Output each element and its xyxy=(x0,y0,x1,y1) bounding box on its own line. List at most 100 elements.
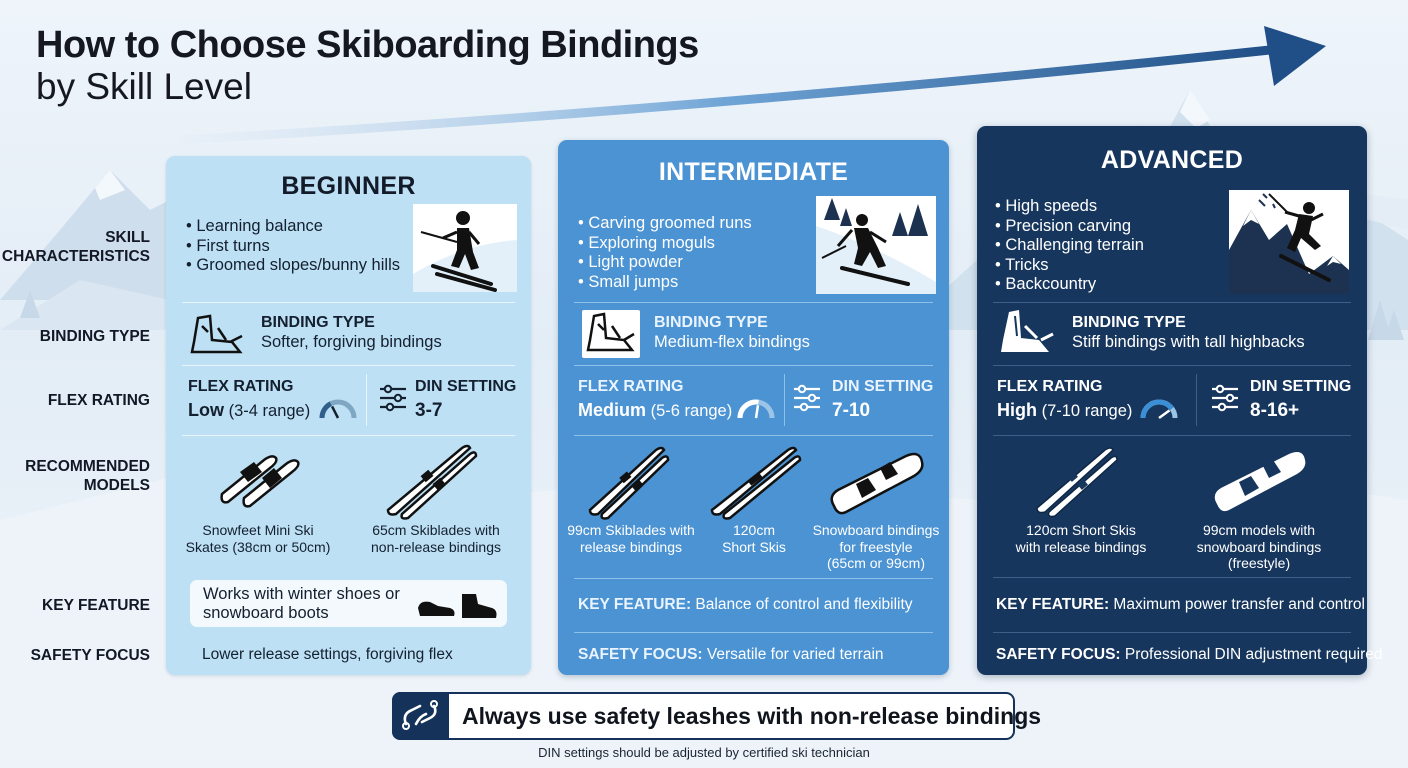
din-setting-title: DIN SETTING xyxy=(832,378,934,395)
safety-focus-label: SAFETY FOCUS: xyxy=(996,646,1121,663)
flex-rating-title: FLEX RATING xyxy=(188,378,294,395)
list-item: Groomed slopes/bunny hills xyxy=(186,256,400,276)
row-label-feature: KEY FEATURE xyxy=(42,597,150,614)
model-label: Snowfeet Mini Ski Skates (38cm or 50cm) xyxy=(185,522,331,555)
divider xyxy=(993,632,1351,633)
safety-focus-value: Versatile for varied terrain xyxy=(706,646,884,663)
row-label-flex: FLEX RATING xyxy=(47,392,150,409)
snowboard-icon xyxy=(830,452,924,515)
key-feature-text: KEY FEATURE: Balance of control and flex… xyxy=(578,596,913,614)
mini-ski-skates-icon xyxy=(220,455,300,508)
intermediate-panel: INTERMEDIATE Carving groomed runs Explor… xyxy=(558,140,949,675)
flex-rating-value: High (7-10 range) xyxy=(997,400,1132,421)
din-settings-icon xyxy=(380,384,406,412)
banner-text: Always use safety leashes with non-relea… xyxy=(462,703,1042,729)
flex-gauge-icon xyxy=(319,399,357,419)
divider xyxy=(993,302,1351,303)
divider xyxy=(574,578,933,579)
flex-range: (7-10 range) xyxy=(1041,402,1133,420)
short-skis-icon xyxy=(710,446,802,520)
flex-rating-value: Medium (5-6 range) xyxy=(578,400,732,421)
key-feature-text: KEY FEATURE: Maximum power transfer and … xyxy=(996,596,1365,614)
key-feature-label: KEY FEATURE: xyxy=(578,596,692,613)
advanced-skills: High speeds Precision carving Challengin… xyxy=(995,197,1144,295)
list-item: Tricks xyxy=(995,256,1144,276)
divider xyxy=(574,302,933,303)
divider xyxy=(1196,374,1197,426)
flex-gauge-icon xyxy=(1140,399,1178,420)
safety-leash-icon xyxy=(392,692,449,740)
list-item: Precision carving xyxy=(995,217,1144,237)
flex-level: Low xyxy=(188,400,224,420)
din-settings-icon xyxy=(794,384,820,412)
flex-range: (3-4 range) xyxy=(228,402,311,420)
binding-type-title: BINDING TYPE xyxy=(261,314,375,331)
binding-type-title: BINDING TYPE xyxy=(1072,314,1186,331)
din-settings-icon xyxy=(1212,384,1238,412)
gauge-fill xyxy=(1140,399,1174,419)
gauge-needle xyxy=(754,405,760,419)
flex-rating-title: FLEX RATING xyxy=(578,378,684,395)
din-setting-value: 3-7 xyxy=(415,400,443,421)
intermediate-skier-icon xyxy=(816,196,936,294)
gauge-needle xyxy=(1158,409,1171,420)
list-item: High speeds xyxy=(995,197,1144,217)
beginner-panel: BEGINNER Learning balance First turns Gr… xyxy=(166,156,531,675)
safety-focus-text: SAFETY FOCUS: Professional DIN adjustmen… xyxy=(996,646,1383,664)
din-setting-value: 8-16+ xyxy=(1250,400,1300,421)
key-feature-value: Maximum power transfer and control xyxy=(1113,596,1365,613)
safety-focus-label: SAFETY FOCUS: xyxy=(578,646,703,663)
divider xyxy=(784,374,785,426)
key-feature-box: Works with winter shoes or snowboard boo… xyxy=(190,580,507,627)
beginner-skills: Learning balance First turns Groomed slo… xyxy=(186,217,400,276)
row-label-binding: BINDING TYPE xyxy=(39,328,150,345)
binding-icon xyxy=(582,310,640,358)
advanced-panel: ADVANCED High speeds Precision carving C… xyxy=(977,126,1383,675)
intermediate-heading: INTERMEDIATE xyxy=(658,158,849,186)
key-feature-text: Works with winter shoes or snowboard boo… xyxy=(203,585,400,622)
list-item: Small jumps xyxy=(578,273,752,293)
din-setting-title: DIN SETTING xyxy=(415,378,517,395)
flex-gauge-icon xyxy=(737,399,775,419)
row-label-safety: SAFETY FOCUS xyxy=(30,647,150,664)
advanced-heading: ADVANCED xyxy=(1100,146,1244,174)
divider xyxy=(993,365,1351,366)
model-label: Snowboard bindings for freestyle (65cm o… xyxy=(812,522,940,571)
model-label: 120cm Short Skis with release bindings xyxy=(1015,522,1147,555)
binding-icon xyxy=(1001,310,1054,352)
beginner-heading: BEGINNER xyxy=(281,172,416,200)
short-skis-icon xyxy=(1036,447,1118,518)
divider xyxy=(182,435,515,436)
key-feature-label: KEY FEATURE: xyxy=(996,596,1110,613)
safety-focus-text: SAFETY FOCUS: Versatile for varied terra… xyxy=(578,646,884,664)
binding-type-value: Softer, forgiving bindings xyxy=(261,333,442,351)
flex-level: High xyxy=(997,400,1037,420)
binding-icon xyxy=(190,314,243,354)
flex-level: Medium xyxy=(578,400,647,420)
binding-type-title: BINDING TYPE xyxy=(654,314,768,331)
divider xyxy=(993,577,1351,578)
gauge-needle xyxy=(330,405,340,419)
safety-focus-text: Lower release settings, forgiving flex xyxy=(202,646,453,663)
row-label-models: RECOMMENDED MODELS xyxy=(25,458,150,494)
model-label: 99cm models with snowboard bindings (fre… xyxy=(1196,522,1322,571)
model-label: 120cm Short Skis xyxy=(722,522,786,555)
list-item: First turns xyxy=(186,237,400,257)
list-item: Learning balance xyxy=(186,217,400,237)
advanced-skier-icon xyxy=(1229,190,1349,294)
shoes-icon xyxy=(418,594,497,618)
divider xyxy=(993,435,1351,436)
title-line-2: by Skill Level xyxy=(36,66,252,107)
list-item: Challenging terrain xyxy=(995,236,1144,256)
list-item: Backcountry xyxy=(995,275,1144,295)
flex-rating-value: Low (3-4 range) xyxy=(188,400,310,421)
din-setting-title: DIN SETTING xyxy=(1250,378,1352,395)
flex-range: (5-6 range) xyxy=(650,402,733,420)
divider xyxy=(366,374,367,426)
flex-rating-title: FLEX RATING xyxy=(997,378,1103,395)
model-label: 65cm Skiblades with non-release bindings xyxy=(371,522,501,555)
snowboard-icon xyxy=(1214,452,1306,512)
model-label: 99cm Skiblades with release bindings xyxy=(567,522,695,555)
divider xyxy=(182,302,515,303)
beginner-skier-icon xyxy=(413,204,517,292)
